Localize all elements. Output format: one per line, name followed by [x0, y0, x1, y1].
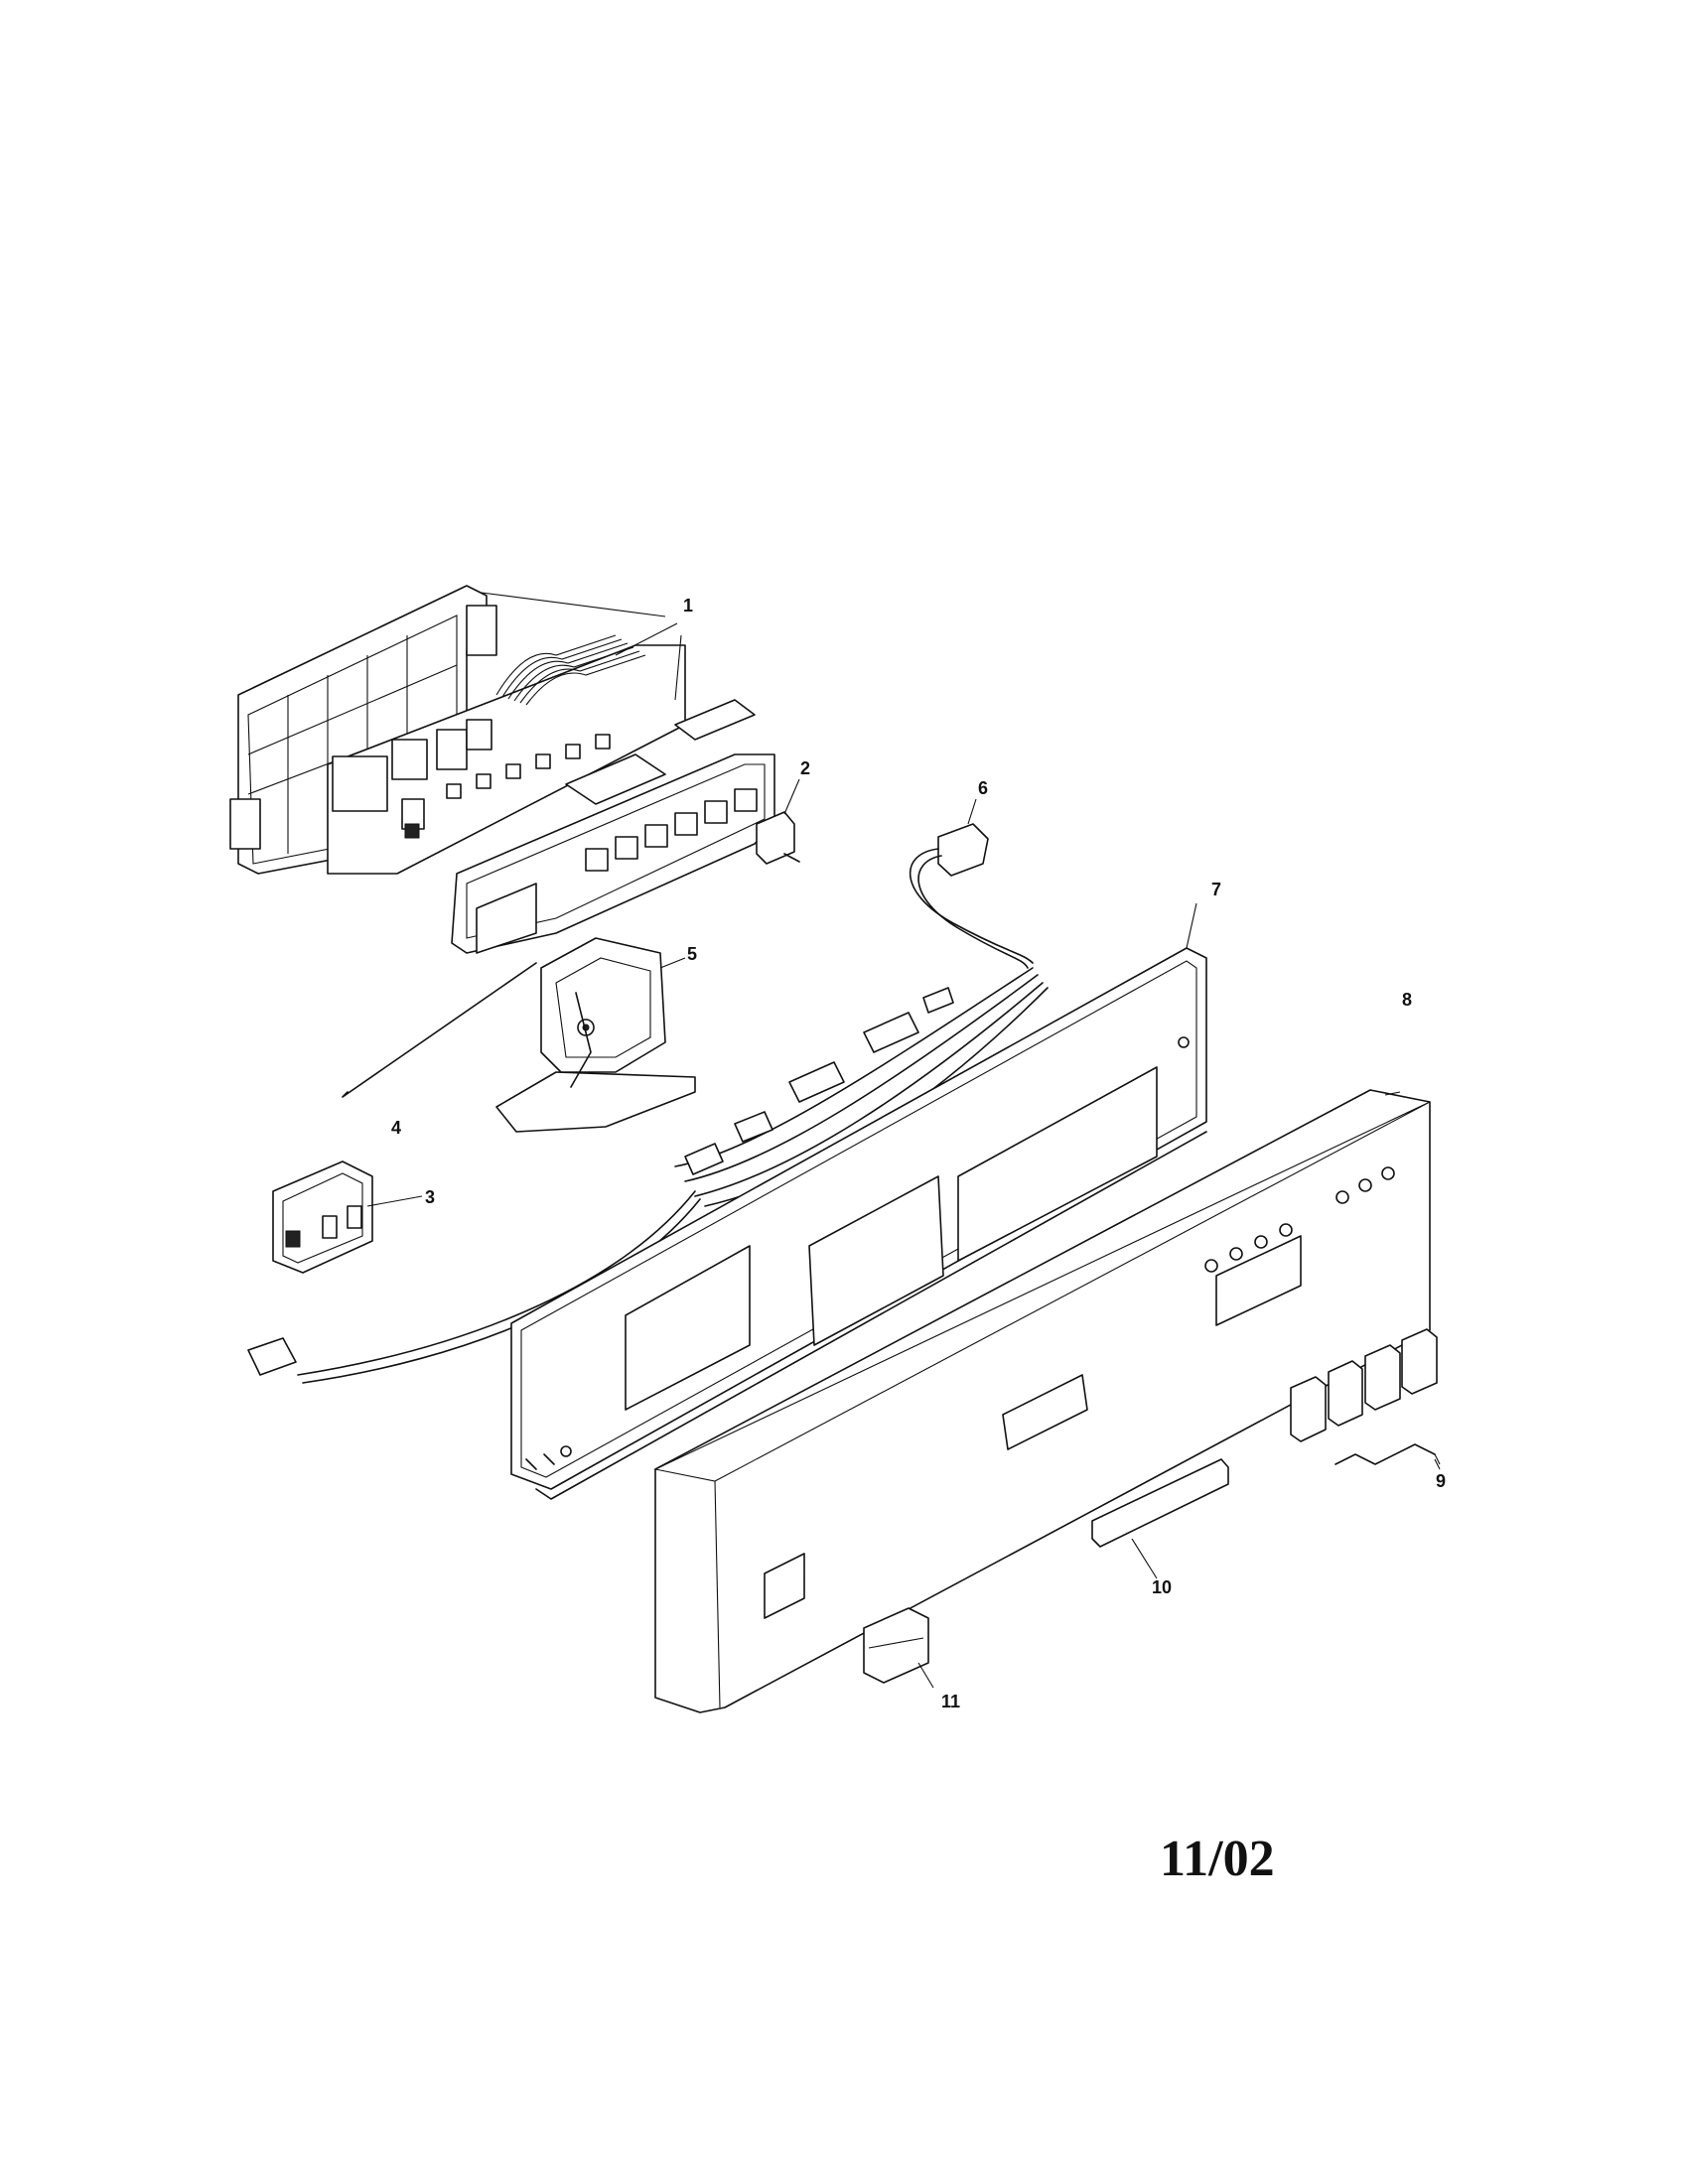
callout-7: 7 [1211, 880, 1221, 899]
callout-6: 6 [978, 778, 988, 798]
buttons-part-9 [1290, 1328, 1441, 1465]
wiring-harness [247, 967, 1049, 1384]
actuator-part-5 [495, 937, 696, 1133]
connector-part-2 [756, 811, 800, 865]
cap-part-11 [863, 1607, 929, 1684]
callout-11: 11 [941, 1692, 960, 1711]
callout-labels: 1 2 3 4 5 6 7 8 9 10 11 [391, 596, 1446, 1711]
switch-part-3 [272, 1160, 373, 1274]
inner-panel-part-7 [510, 947, 1207, 1500]
date-code: 11/02 [1160, 1831, 1275, 1887]
callout-5: 5 [687, 944, 697, 964]
trim-strip-part-10 [1091, 1458, 1229, 1548]
harness-connector-part-6 [910, 823, 1034, 969]
callout-3: 3 [425, 1187, 435, 1207]
rod-part-4 [342, 962, 537, 1098]
callout-4: 4 [391, 1118, 401, 1138]
leader-lines [366, 592, 1441, 1689]
callout-8: 8 [1402, 990, 1412, 1010]
callout-9: 9 [1436, 1471, 1446, 1491]
callout-2: 2 [800, 758, 810, 778]
callout-10: 10 [1152, 1577, 1172, 1597]
control-module-part-1 [229, 585, 775, 954]
callout-1: 1 [683, 596, 693, 615]
front-panel-part-8 [653, 1089, 1431, 1713]
